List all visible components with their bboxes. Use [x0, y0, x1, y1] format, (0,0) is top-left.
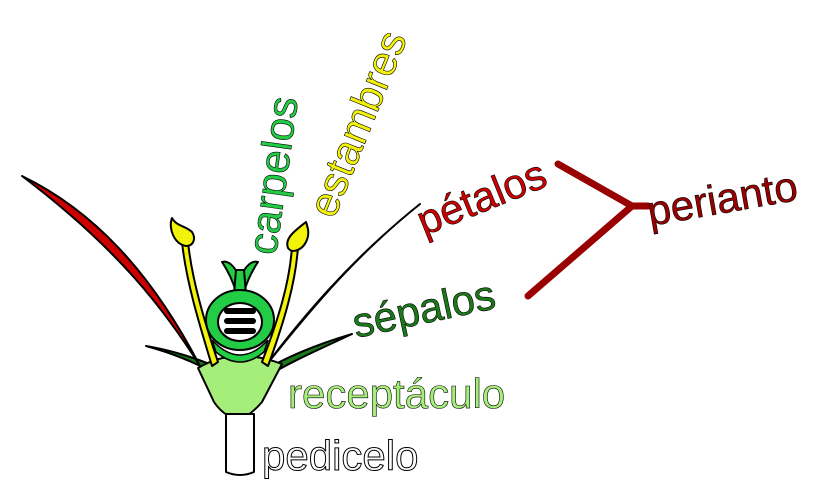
label-petals: pétalos	[410, 150, 553, 244]
stamen-left-anther	[169, 217, 195, 247]
label-pedicel: pedicelo	[262, 432, 418, 479]
label-stamens: estambres	[299, 24, 416, 223]
stamen-right-anther	[286, 221, 310, 252]
perianth-bracket	[524, 160, 652, 300]
receptacle	[197, 355, 283, 421]
label-receptacle: receptáculo	[288, 370, 505, 417]
pedicel	[225, 413, 255, 476]
petal-left	[21, 175, 201, 367]
ovules	[224, 308, 256, 334]
label-sepals: sépalos	[348, 271, 499, 347]
carpel-base	[211, 339, 269, 363]
label-perianth: perianto	[643, 162, 801, 235]
